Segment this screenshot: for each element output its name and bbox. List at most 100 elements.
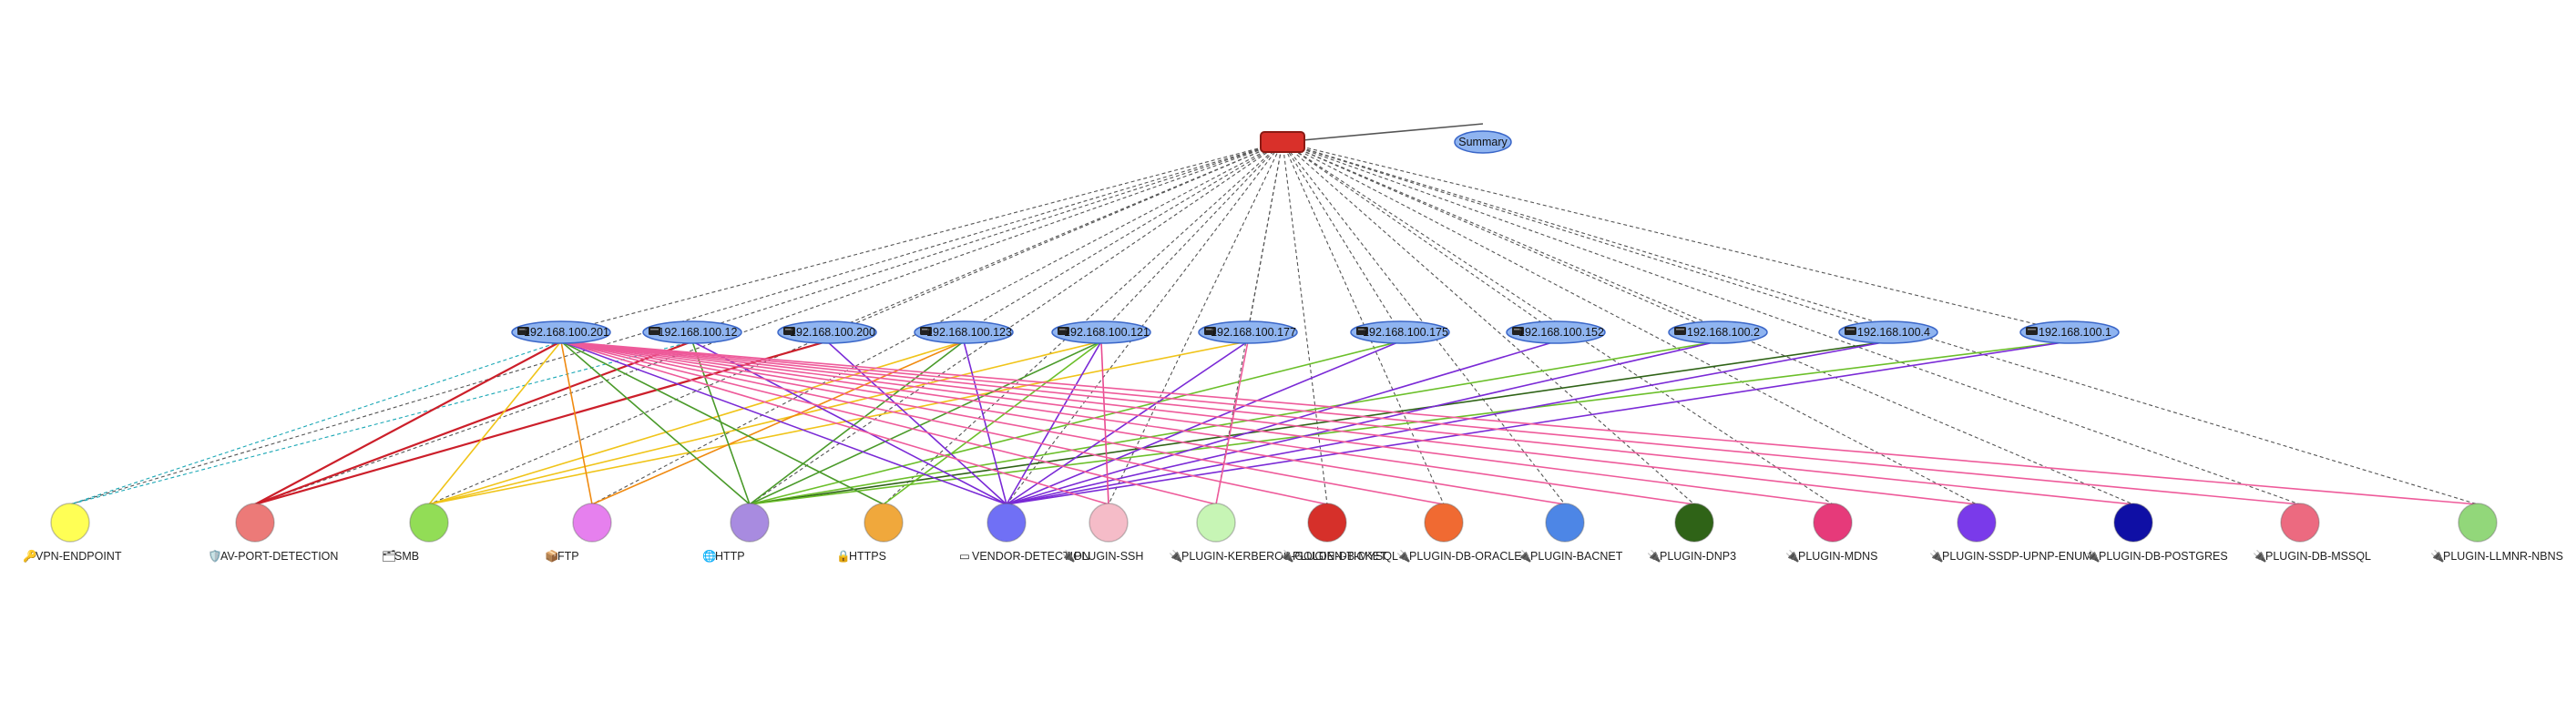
service-node[interactable]: 🔑VPN-ENDPOINT — [23, 503, 122, 564]
host-node[interactable]: 192.168.100.1 — [2019, 320, 2120, 344]
host-label: 192.168.100.4 — [1857, 326, 1930, 339]
server-icon — [783, 327, 795, 335]
service-label: PLUGIN-KERBEROS-GOLDEN-TICKET — [1181, 550, 1387, 563]
edge-h6-s6 — [1006, 340, 1401, 505]
server-icon — [1674, 327, 1686, 335]
edge-h8-s4 — [749, 340, 1719, 505]
edge-root-h10 — [1282, 141, 2070, 333]
service-node[interactable]: 🗂SMB — [382, 503, 449, 563]
edge-h0-s6 — [560, 340, 1007, 505]
host-label: 192.168.100.121 — [1064, 326, 1150, 339]
service-node[interactable]: 🔌PLUGIN-SSDP-UPNP-ENUM — [1929, 503, 2092, 563]
service-node[interactable]: 🔌PLUGIN-DB-MSSQL — [2253, 503, 2371, 563]
service-icon: 🔌 — [1396, 549, 1411, 563]
edge-h6-s4 — [749, 340, 1401, 505]
edge-h3-s3 — [591, 340, 965, 505]
service-node[interactable]: 🔌PLUGIN-DNP3 — [1647, 503, 1736, 563]
host-label: 192.168.100.152 — [1518, 326, 1604, 339]
service-label: VPN-ENDPOINT — [36, 550, 122, 563]
edge-h4-s5 — [883, 340, 1102, 505]
edge-root-s13 — [1282, 141, 1834, 505]
edge-h0-s3 — [560, 340, 593, 505]
service-label: PLUGIN-DNP3 — [1660, 550, 1736, 563]
edge-h8-s6 — [1006, 340, 1719, 505]
edge-root-s1 — [254, 141, 1283, 505]
host-node[interactable]: 192.168.100.12 — [642, 320, 742, 344]
host-label: 192.168.100.123 — [926, 326, 1012, 339]
host-node[interactable]: 192.168.100.123 — [914, 320, 1014, 344]
host-label: 192.168.100.12 — [659, 326, 738, 339]
edge-h4-s6 — [1006, 340, 1102, 505]
host-node[interactable]: 192.168.100.175 — [1350, 320, 1450, 344]
service-node[interactable]: 🔌PLUGIN-DB-ORACLE — [1396, 503, 1522, 563]
edge-h9-s6 — [1006, 340, 1889, 505]
edge-h0-s15 — [560, 340, 2134, 505]
host-node[interactable]: 192.168.100.177 — [1198, 320, 1298, 344]
service-icon: 🔌 — [1280, 549, 1294, 563]
host-node[interactable]: 192.168.100.121 — [1051, 320, 1151, 344]
service-icon: 🔌 — [1647, 549, 1661, 563]
service-icon: 🔌 — [1518, 549, 1532, 563]
service-label: HTTP — [715, 550, 745, 563]
edge-h0-s16 — [560, 340, 2301, 505]
edge-root-s10 — [1282, 141, 1445, 505]
edge-h4-s4 — [749, 340, 1102, 505]
service-icon: 🔌 — [1061, 549, 1076, 563]
summary-label: Summary — [1458, 136, 1508, 148]
edge-root-h0 — [560, 141, 1283, 333]
edge-root-s16 — [1282, 141, 2301, 505]
service-node[interactable]: 🔌PLUGIN-KERBEROS-GOLDEN-TICKET — [1169, 503, 1387, 563]
service-icon: 🔌 — [2430, 549, 2445, 563]
service-node[interactable]: 🔌PLUGIN-BACNET — [1518, 503, 1623, 563]
service-label: PLUGIN-DB-MSSQL — [2265, 550, 2371, 563]
edge-root-s7 — [1108, 141, 1283, 505]
edge-h0-s2 — [428, 340, 562, 505]
host-node[interactable]: 192.168.100.200 — [777, 320, 877, 344]
edge-root-h4 — [1100, 141, 1283, 333]
service-icon: 🔌 — [2253, 549, 2267, 563]
host-node[interactable]: 192.168.100.4 — [1838, 320, 1938, 344]
edge-h0-s0 — [69, 340, 562, 505]
edge-h0-s7 — [560, 340, 1109, 505]
edge-root-h2 — [826, 141, 1283, 333]
summary-node[interactable]: Summary — [1454, 130, 1512, 154]
host-node[interactable]: 192.168.100.2 — [1668, 320, 1768, 344]
root-node[interactable] — [1260, 131, 1305, 153]
edge-root-h8 — [1282, 141, 1719, 333]
service-node[interactable]: 📦FTP — [545, 503, 612, 563]
server-icon — [649, 327, 660, 335]
edge-h0-s1 — [254, 340, 562, 505]
edge-root-h9 — [1282, 141, 1889, 333]
service-node[interactable]: 🔌PLUGIN-SSH — [1061, 503, 1143, 563]
server-icon — [1845, 327, 1856, 335]
server-icon — [2026, 327, 2038, 335]
service-icon: 🔌 — [2086, 549, 2101, 563]
service-node[interactable]: 🛡️AV-PORT-DETECTION — [208, 503, 338, 563]
service-node[interactable]: 🔒HTTPS — [836, 503, 904, 563]
edge-root-s9 — [1282, 141, 1328, 505]
host-label: 192.168.100.201 — [524, 326, 609, 339]
edges-layer — [69, 123, 2479, 506]
server-icon — [1512, 327, 1524, 335]
edge-h3-s6 — [963, 340, 1007, 505]
host-label: 192.168.100.175 — [1363, 326, 1448, 339]
service-node[interactable]: 🌐HTTP — [702, 503, 770, 563]
service-label: VENDOR-DETECTION — [972, 550, 1090, 563]
service-icon: 🌐 — [702, 549, 717, 563]
edge-h7-s6 — [1006, 340, 1557, 505]
edge-h10-s6 — [1006, 340, 2070, 505]
service-label: PLUGIN-DB-ORACLE — [1409, 550, 1522, 563]
service-label: AV-PORT-DETECTION — [220, 550, 338, 563]
edge-h0-s17 — [560, 340, 2479, 505]
host-node[interactable]: 192.168.100.152 — [1506, 320, 1606, 344]
host-node[interactable]: 192.168.100.201 — [511, 320, 611, 344]
edge-root-h1 — [691, 141, 1283, 333]
service-node[interactable]: 🔌PLUGIN-MDNS — [1785, 503, 1878, 563]
edge-root-h7 — [1282, 141, 1557, 333]
service-node[interactable]: ▭VENDOR-DETECTION — [959, 503, 1090, 563]
service-node[interactable]: 🔌PLUGIN-DB-MYSQL — [1280, 503, 1398, 563]
service-node[interactable]: 🔌PLUGIN-DB-POSTGRES — [2086, 503, 2228, 563]
service-node[interactable]: 🔌PLUGIN-LLMNR-NBNS — [2430, 503, 2563, 563]
service-label: PLUGIN-MDNS — [1798, 550, 1878, 563]
